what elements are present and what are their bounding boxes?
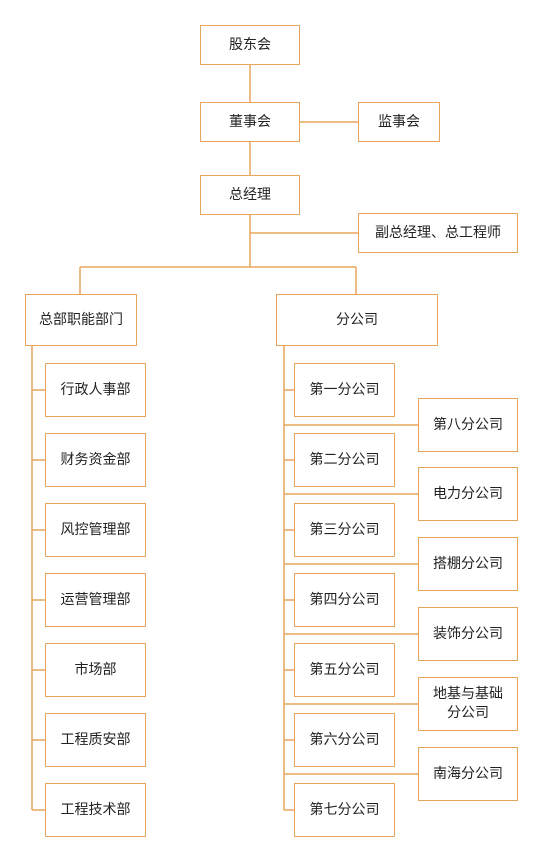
node-branch: 电力分公司 (418, 467, 518, 521)
node-hq: 总部职能部门 (25, 294, 137, 346)
node-branch: 第八分公司 (418, 398, 518, 452)
node-branch: 装饰分公司 (418, 607, 518, 661)
node-department: 行政人事部 (45, 363, 146, 417)
node-department: 财务资金部 (45, 433, 146, 487)
node-department: 市场部 (45, 643, 146, 697)
node-branch: 地基与基础 分公司 (418, 677, 518, 731)
node-gm: 总经理 (200, 175, 300, 215)
node-board: 董事会 (200, 102, 300, 142)
node-branches: 分公司 (276, 294, 438, 346)
node-department: 风控管理部 (45, 503, 146, 557)
node-branch: 搭棚分公司 (418, 537, 518, 591)
node-branch: 第四分公司 (294, 573, 395, 627)
node-supervisors: 监事会 (358, 102, 440, 142)
node-deputy: 副总经理、总工程师 (358, 213, 518, 253)
node-shareholders: 股东会 (200, 25, 300, 65)
node-branch: 第一分公司 (294, 363, 395, 417)
node-department: 运营管理部 (45, 573, 146, 627)
node-branch: 第二分公司 (294, 433, 395, 487)
node-branch: 南海分公司 (418, 747, 518, 801)
node-department: 工程质安部 (45, 713, 146, 767)
node-branch: 第七分公司 (294, 783, 395, 837)
node-department: 工程技术部 (45, 783, 146, 837)
node-branch: 第三分公司 (294, 503, 395, 557)
node-branch: 第五分公司 (294, 643, 395, 697)
node-branch: 第六分公司 (294, 713, 395, 767)
